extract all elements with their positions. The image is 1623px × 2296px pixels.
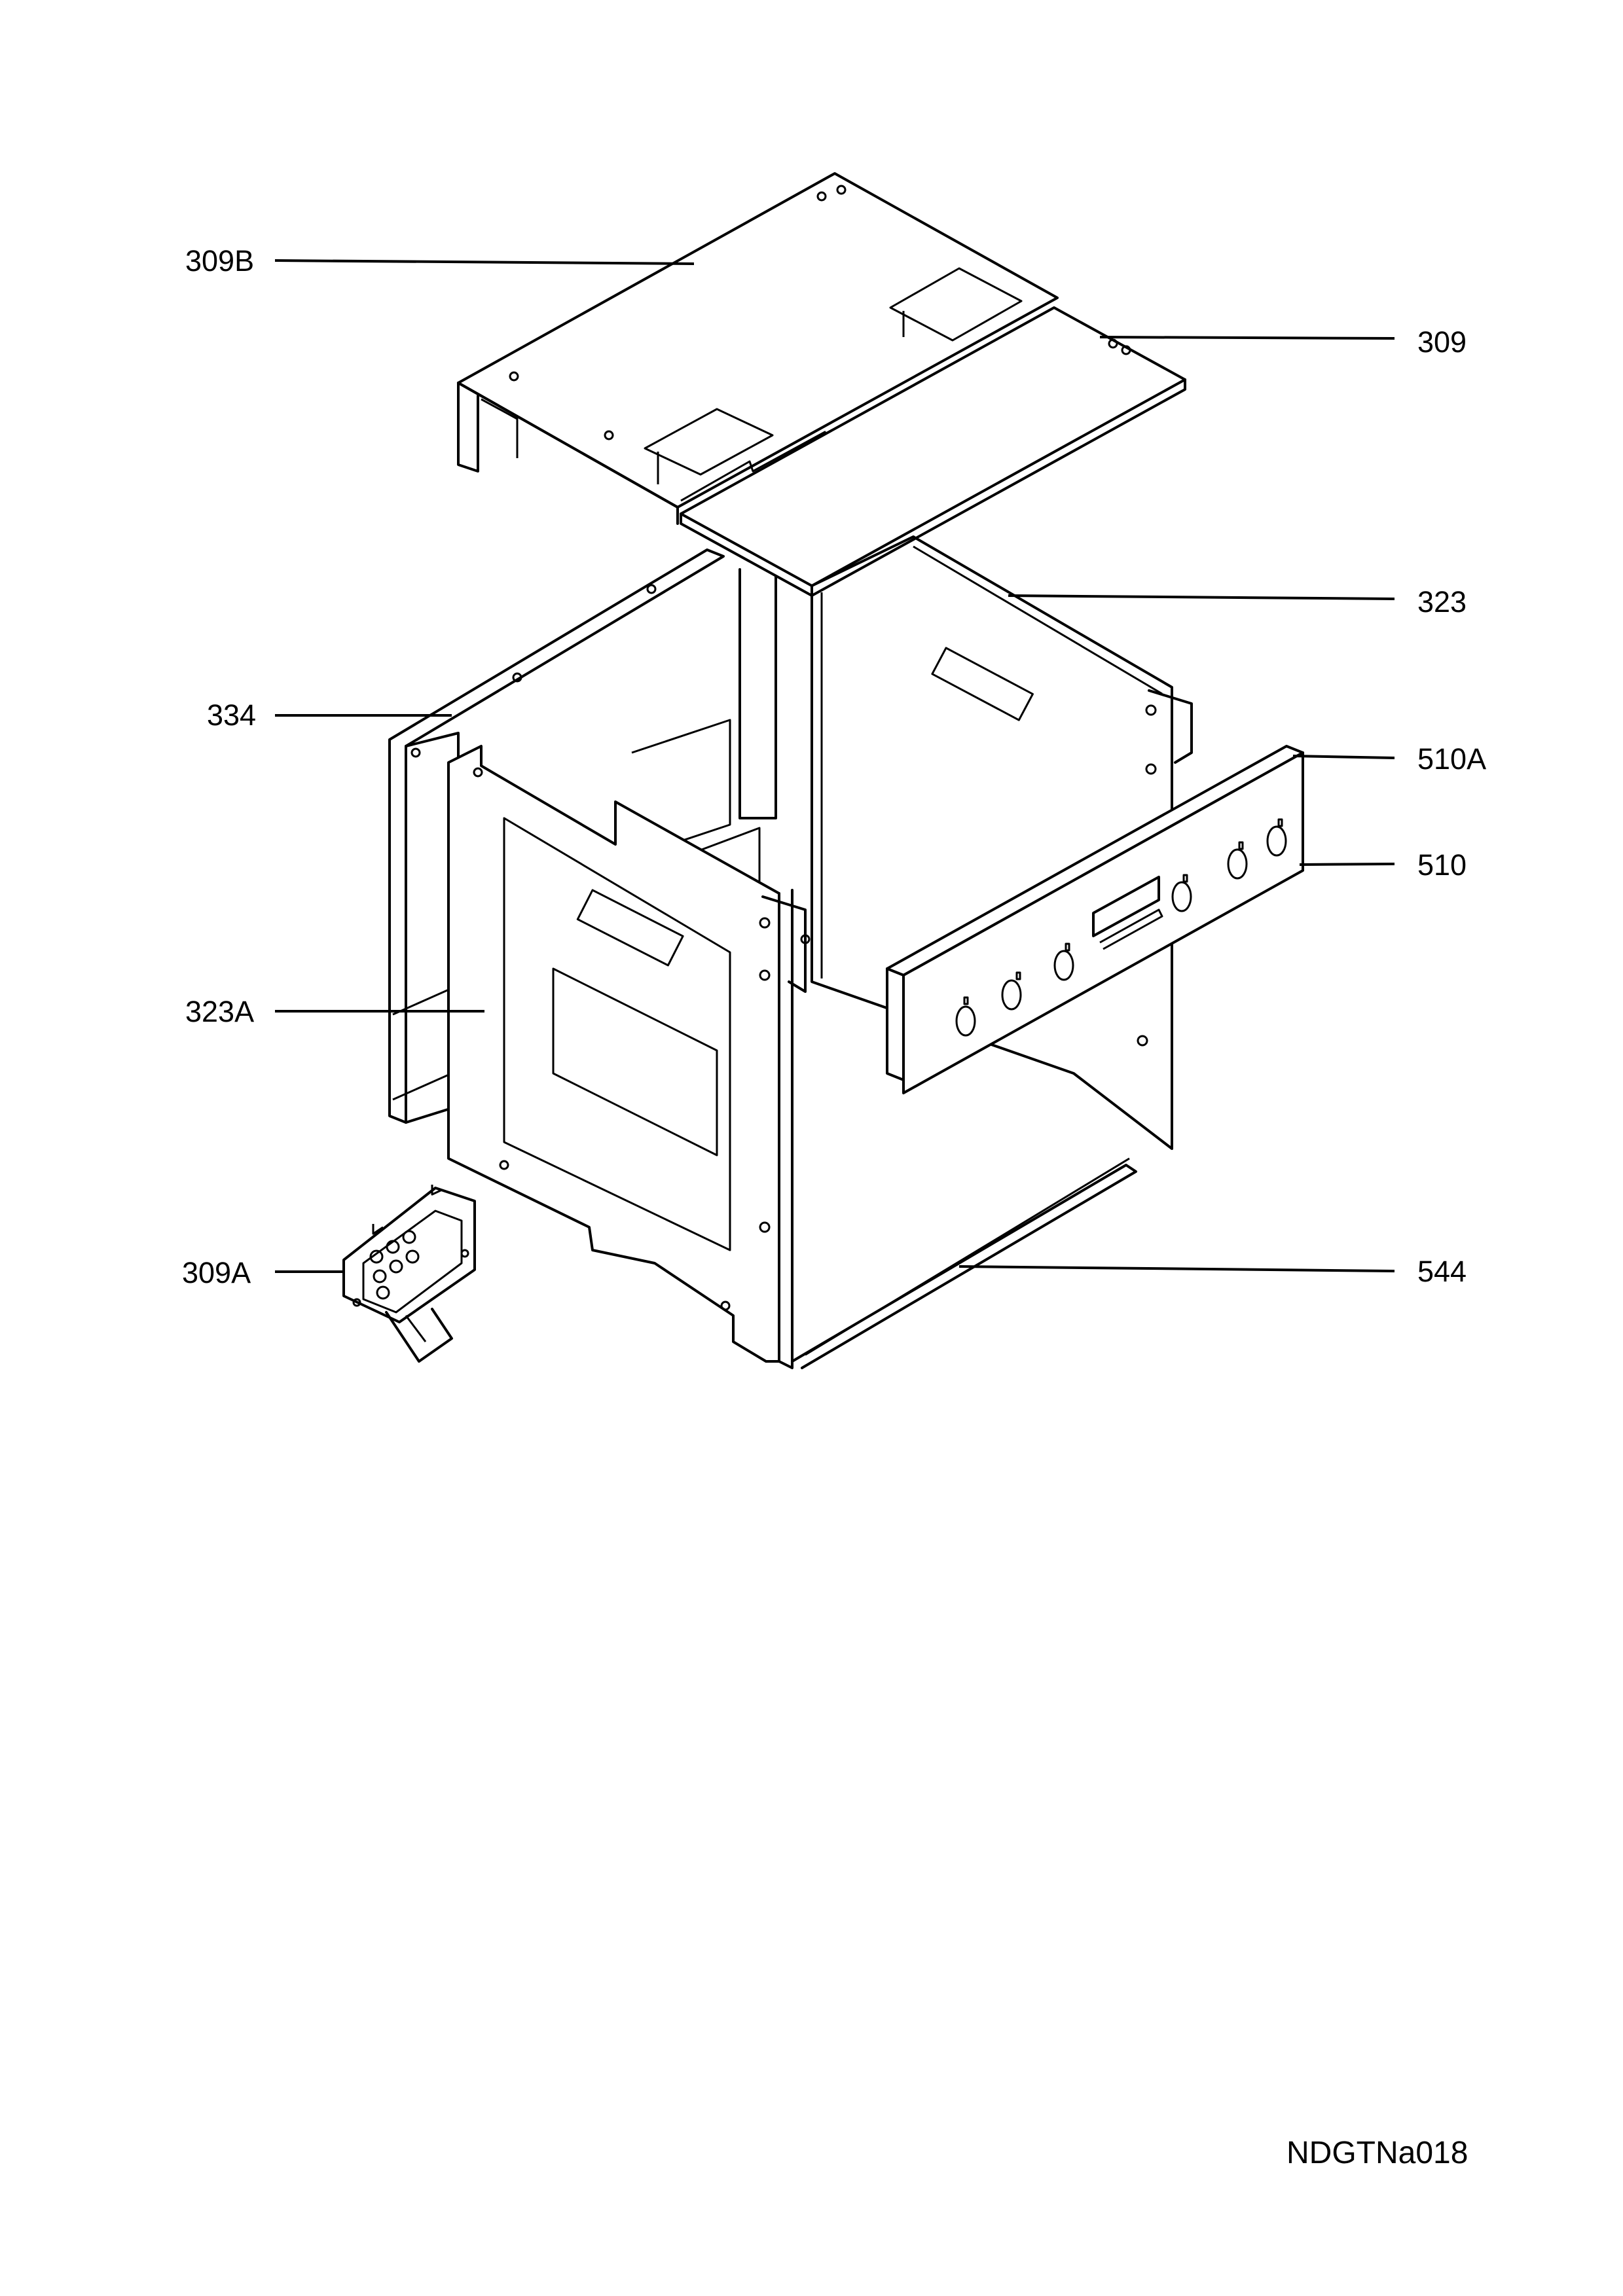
leader-323 — [1008, 594, 1395, 600]
leader-lines — [274, 259, 1395, 1273]
part-510-control-panel — [886, 745, 1304, 1094]
label-323a: 323A — [185, 995, 254, 1028]
leader-510a — [1292, 755, 1395, 759]
label-309a: 309A — [182, 1256, 251, 1289]
leader-510 — [1299, 863, 1395, 866]
part-309a-vent-plate — [342, 1185, 476, 1363]
leader-309b — [274, 259, 695, 265]
leader-309 — [1099, 336, 1395, 340]
label-544: 544 — [1417, 1255, 1467, 1288]
label-323: 323 — [1417, 585, 1467, 619]
label-309: 309 — [1417, 325, 1467, 359]
part-labels: 309B 309 323 334 510A 510 323A 309A 544 — [182, 244, 1486, 1289]
label-334: 334 — [207, 698, 256, 732]
part-323a-left-side-panel — [447, 745, 811, 1369]
label-309b: 309B — [185, 244, 254, 278]
leader-544 — [958, 1265, 1395, 1272]
part-544-base-tray — [791, 1157, 1137, 1369]
label-510: 510 — [1417, 848, 1467, 882]
label-510a: 510A — [1417, 742, 1486, 776]
part-309-front-trim — [680, 306, 1186, 597]
drawing-code: NDGTNa018 — [1286, 2136, 1468, 2170]
